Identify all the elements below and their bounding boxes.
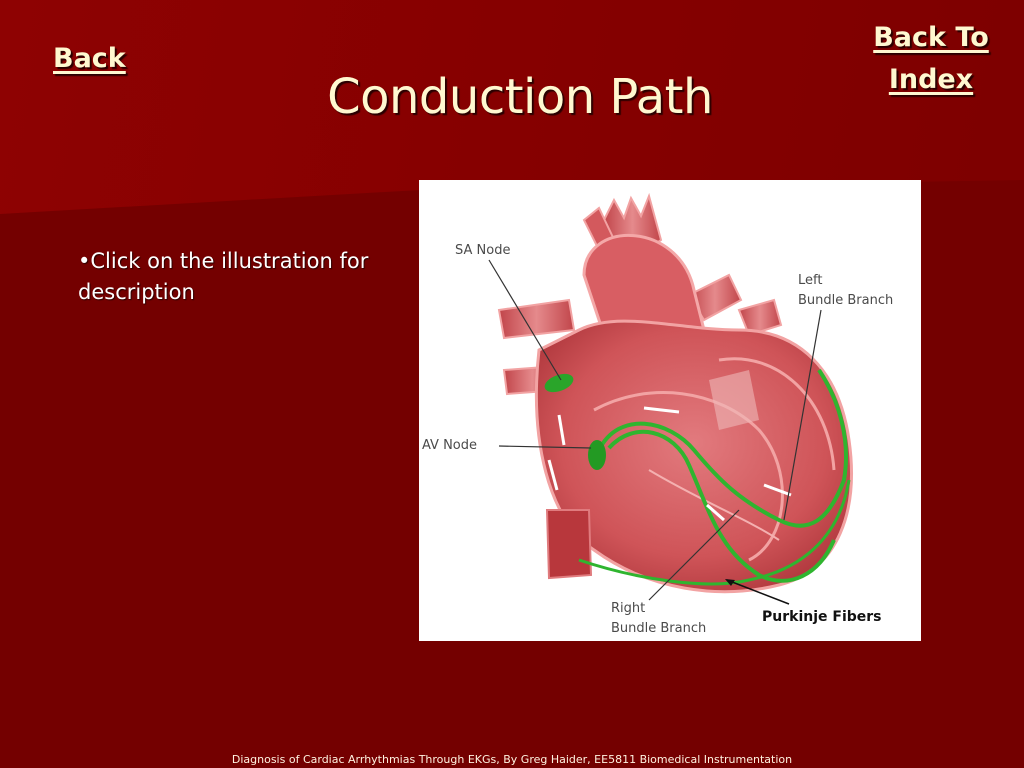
label-left-bundle-line2: Bundle Branch <box>798 293 894 308</box>
back-to-index-line2: Index <box>888 64 974 95</box>
label-right-bundle-branch: Right Bundle Branch <box>611 599 706 639</box>
label-left-bundle-line1: Left <box>798 273 823 288</box>
slide-footer: Diagnosis of Cardiac Arrhythmias Through… <box>231 753 793 766</box>
heart-conduction-illustration[interactable]: SA Node AV Node Left Bundle Branch Right… <box>419 180 921 641</box>
label-purkinje-fibers: Purkinje Fibers <box>762 609 882 625</box>
slide-title: Conduction Path <box>327 69 713 125</box>
label-left-bundle-branch: Left Bundle Branch <box>798 271 893 311</box>
label-av-node: AV Node <box>422 438 478 453</box>
label-right-bundle-line2: Bundle Branch <box>611 621 707 636</box>
heart-diagram-icon <box>488 192 853 605</box>
back-link[interactable]: Back <box>53 43 126 74</box>
back-to-index-link[interactable]: Back To Index <box>852 17 1010 101</box>
label-right-bundle-line1: Right <box>611 601 646 616</box>
label-sa-node: SA Node <box>455 243 511 258</box>
instruction-bullet: •Click on the illustration for descripti… <box>78 249 369 304</box>
back-to-index-line1: Back To <box>873 22 989 53</box>
